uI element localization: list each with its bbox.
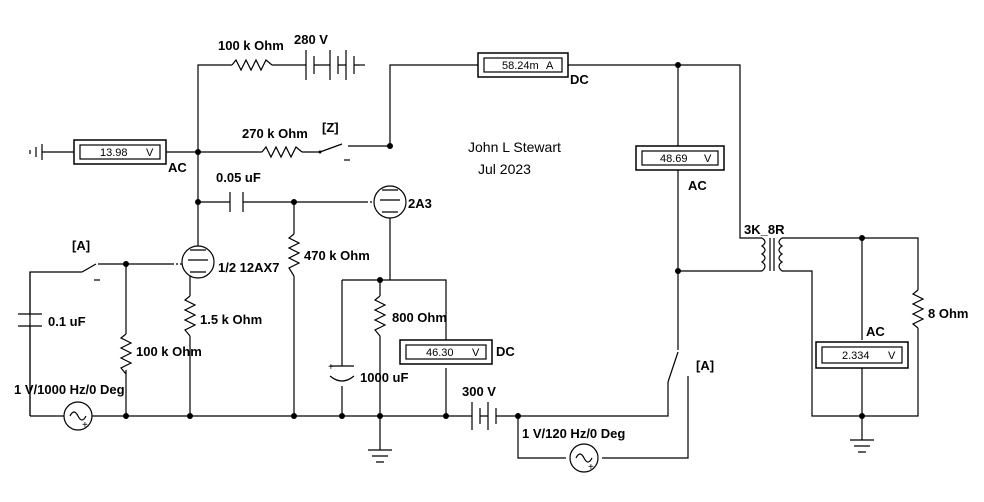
triode-tube-icon [366, 185, 407, 219]
meter-mode: AC [866, 324, 885, 339]
switch-icon [667, 351, 689, 384]
label-r-b-plus: 100 k Ohm [218, 38, 284, 53]
label-switch-a-left: [A] [72, 238, 90, 253]
meter-mode: AC [168, 160, 187, 175]
meter-plate-current: 58.24m A DC [477, 52, 589, 87]
meter-unit: V [704, 153, 712, 165]
transformer-icon [760, 237, 784, 272]
resistor-icon [183, 295, 197, 337]
ground-icon [29, 144, 43, 160]
meter-speaker: 2.334 V AC [815, 324, 909, 369]
meter-primary: 48.69 V AC [635, 145, 725, 193]
label-src-120: 1 V/120 Hz/0 Deg [522, 426, 625, 441]
meter-value: 13.98 [100, 147, 128, 159]
meter-value: 2.334 [842, 350, 870, 362]
label-batt-280: 280 V [294, 32, 328, 47]
meter-unit: V [888, 350, 896, 362]
label-cap-coupling: 0.05 uF [216, 170, 261, 185]
capacitor-icon [229, 192, 244, 212]
label-transformer: 3K_8R [744, 222, 785, 237]
resistor-icon [261, 145, 303, 159]
label-cap-input: 0.1 uF [48, 314, 86, 329]
resistor-icon [119, 333, 133, 375]
label-cap-1000: 1000 uF [360, 370, 408, 385]
label-r-grid-470: 470 k Ohm [304, 248, 370, 263]
label-r-270: 270 k Ohm [242, 126, 308, 141]
meter-unit: A [546, 60, 554, 72]
switch-icon [318, 143, 350, 161]
resistor-icon [373, 295, 387, 337]
label-src-1000: 1 V/1000 Hz/0 Deg [14, 382, 125, 397]
component-labels: 100 k Ohm 280 V 270 k Ohm [Z] 0.05 uF 2A… [14, 32, 968, 441]
meter-unit: V [146, 147, 154, 159]
label-tube-2a3: 2A3 [408, 196, 432, 211]
label-tube-12ax7: 1/2 12AX7 [218, 260, 279, 275]
resistor-icon [231, 58, 273, 72]
label-switch-a-right: [A] [696, 358, 714, 373]
svg-text:+: + [588, 462, 594, 473]
junction-dots [123, 62, 865, 419]
svg-text:+: + [82, 420, 88, 431]
label-r-grid-100: 100 k Ohm [136, 344, 202, 359]
date-label: Jul 2023 [478, 161, 531, 177]
ground-icon [368, 449, 392, 463]
label-switch-z: [Z] [322, 120, 339, 135]
battery-icon [466, 402, 497, 430]
meter-value: 58.24m [502, 60, 539, 72]
meter-value: 46.30 [426, 347, 454, 359]
ac-source-icon: + [569, 443, 599, 473]
meter-mode: AC [688, 178, 707, 193]
resistor-icon [911, 289, 925, 329]
battery-icon [300, 50, 360, 80]
capacitor-icon: + [328, 362, 355, 382]
switch-icon [81, 263, 100, 281]
meter-mode: DC [570, 72, 589, 87]
resistor-icon [287, 233, 301, 277]
meter-cathode: 46.30 V DC [399, 339, 515, 365]
meter-mode: DC [496, 344, 515, 359]
ground-icon [850, 439, 874, 453]
triode-tube-icon [172, 245, 215, 279]
label-r-load: 8 Ohm [928, 306, 968, 321]
label-r-cathode-1k5: 1.5 k Ohm [200, 312, 262, 327]
capacitor-icon [18, 313, 42, 327]
wires [29, 64, 919, 459]
meter-value: 48.69 [660, 153, 688, 165]
label-batt-300: 300 V [462, 384, 496, 399]
meter-triode-plate: 13.98 V AC [73, 139, 187, 175]
author-name: John L Stewart [468, 139, 561, 155]
meter-unit: V [472, 347, 480, 359]
ac-source-icon: + [63, 401, 93, 431]
svg-text:+: + [328, 362, 334, 373]
label-r-800: 800 Ohm [392, 310, 447, 325]
